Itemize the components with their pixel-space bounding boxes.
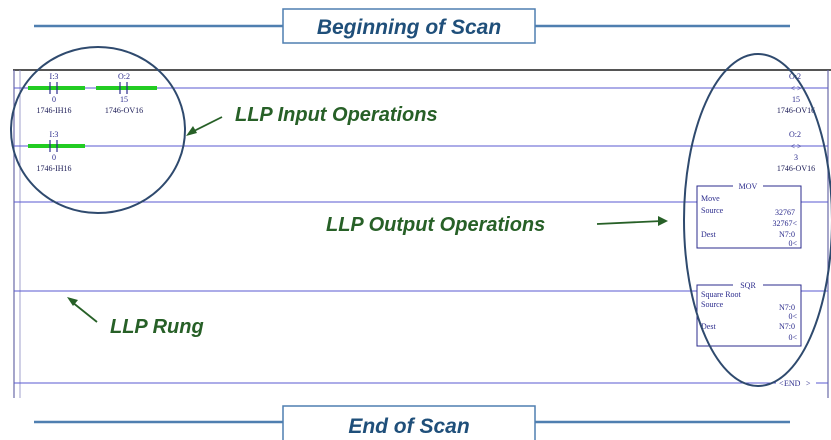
output-arrow-line [596, 220, 663, 225]
sqr-source-live: 0< [788, 312, 797, 321]
input-operations-ellipse [10, 46, 186, 214]
coil-1-address: O:2 [789, 130, 801, 139]
top-banner-box [282, 8, 536, 44]
rung-arrow-head [67, 297, 78, 306]
end-marker-bg [776, 377, 816, 389]
coil-0-module: 1746-OV16 [777, 106, 815, 115]
mov-dest-value: N7:0 [779, 230, 795, 239]
sqr-title: SQR [740, 281, 756, 290]
contact-1-address: O:2 [118, 72, 130, 81]
coil-0-bit: 15 [792, 95, 800, 104]
mov-name: Move [701, 194, 720, 203]
mov-source-live: 32767< [772, 219, 797, 228]
input-arrow-head [186, 126, 197, 136]
contact-2-module: 1746-IH16 [36, 164, 71, 173]
coil-0-symbol: < > [790, 84, 802, 93]
rung-arrow-line [71, 301, 98, 323]
mov-source-label: Source [701, 206, 724, 215]
contact-0-module: 1746-IH16 [36, 106, 71, 115]
output-operations-ellipse [683, 53, 831, 387]
end-marker-right: > [806, 379, 811, 388]
bottom-banner-box [282, 405, 536, 440]
contact-1-module: 1746-OV16 [105, 106, 143, 115]
mov-title: MOV [739, 182, 758, 191]
mov-title-bg [733, 182, 763, 191]
end-marker: END [784, 379, 801, 388]
end-marker-left: < [779, 379, 784, 388]
sqr-source-value: N7:0 [779, 303, 795, 312]
coil-1-module: 1746-OV16 [777, 164, 815, 173]
output-arrow-head [658, 216, 668, 226]
bottom-banner-text: End of Scan [348, 415, 469, 438]
input-operations-label: LLP Input Operations [235, 104, 438, 126]
input-arrow-line [191, 116, 223, 133]
contact-0-address: I:3 [50, 72, 59, 81]
rung-label: LLP Rung [110, 316, 204, 338]
sqr-dest-label: Dest [701, 322, 716, 331]
sqr-source-label: Source [701, 300, 724, 309]
output-operations-label: LLP Output Operations [326, 214, 545, 236]
coil-1-symbol: < > [790, 142, 802, 151]
contact-0-bit: 0 [52, 95, 56, 104]
sqr-name: Square Root [701, 290, 742, 299]
mov-dest-live: 0< [788, 239, 797, 248]
contact-2-bit: 0 [52, 153, 56, 162]
mov-dest-label: Dest [701, 230, 716, 239]
contact-2-address: I:3 [50, 130, 59, 139]
coil-1-bit: 3 [794, 153, 798, 162]
mov-source-value: 32767 [775, 208, 795, 217]
sqr-dest-live: 0< [788, 333, 797, 342]
top-banner-text: Beginning of Scan [317, 16, 501, 39]
sqr-title-bg [733, 281, 763, 290]
sqr-dest-value: N7:0 [779, 322, 795, 331]
contact-1-bit: 15 [120, 95, 128, 104]
